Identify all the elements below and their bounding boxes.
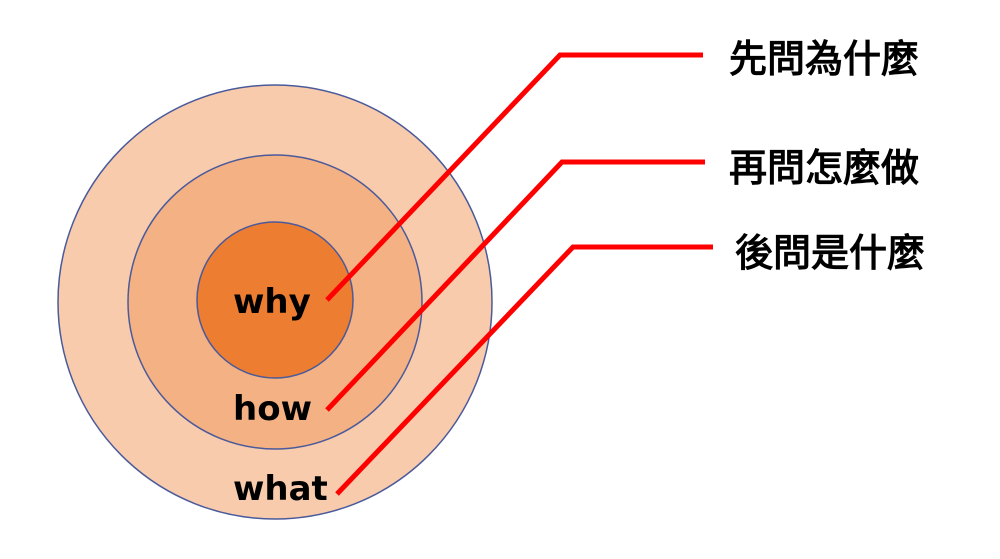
callout-label-how: 再問怎麼做: [729, 146, 919, 190]
leader-line-how: [325, 159, 705, 412]
ring-why: [196, 221, 354, 379]
ring-word-why: why: [233, 282, 311, 322]
ring-word-what: what: [233, 469, 328, 509]
callout-label-what: 後問是什麼: [735, 231, 925, 275]
leader-line-what: [335, 244, 713, 496]
leader-line-why: [325, 52, 703, 302]
callout-label-why: 先問為什麼: [729, 37, 919, 81]
ring-word-how: how: [233, 389, 312, 429]
